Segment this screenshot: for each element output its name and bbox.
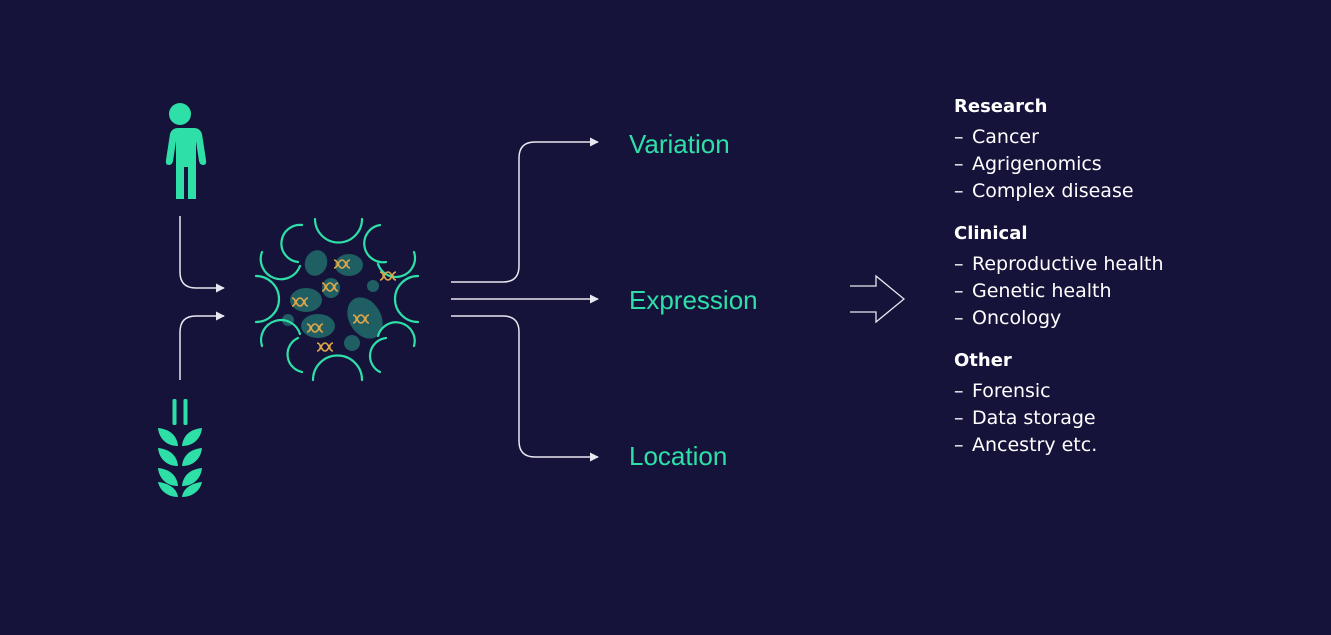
group-heading: Other: [954, 350, 1012, 371]
item-dash: –: [954, 380, 964, 402]
item-label: Agrigenomics: [972, 153, 1102, 175]
item-dash: –: [954, 180, 964, 202]
applications-list: Research –Cancer –Agrigenomics –Complex …: [954, 96, 1294, 477]
item-label: Oncology: [972, 307, 1062, 329]
outcome-variation: Variation: [629, 129, 730, 159]
outcome-expression: Expression: [629, 285, 758, 315]
research-group: Research –Cancer –Agrigenomics –Complex …: [954, 96, 1294, 205]
wheat-icon: [158, 399, 202, 497]
item-dash: –: [954, 307, 964, 329]
list-item: –Forensic: [954, 378, 1294, 405]
hollow-arrow-icon: [850, 274, 906, 324]
list-item: –Ancestry etc.: [954, 432, 1294, 459]
item-dash: –: [954, 253, 964, 275]
list-item: –Genetic health: [954, 278, 1294, 305]
item-dash: –: [954, 407, 964, 429]
list-item: –Cancer: [954, 124, 1294, 151]
item-label: Data storage: [972, 407, 1096, 429]
list-item: –Reproductive health: [954, 251, 1294, 278]
item-dash: –: [954, 280, 964, 302]
location-arrow: [451, 315, 599, 462]
list-item: –Agrigenomics: [954, 151, 1294, 178]
list-item: –Data storage: [954, 405, 1294, 432]
item-label: Cancer: [972, 126, 1039, 148]
list-item: –Complex disease: [954, 178, 1294, 205]
plant-to-sample-arrow: [179, 311, 225, 380]
item-dash: –: [954, 126, 964, 148]
variation-arrow: [451, 137, 599, 283]
item-dash: –: [954, 153, 964, 175]
group-heading: Clinical: [954, 223, 1028, 244]
cell-sample-icon: [254, 217, 420, 382]
group-heading: Research: [954, 96, 1048, 117]
item-label: Complex disease: [972, 180, 1134, 202]
item-label: Genetic health: [972, 280, 1112, 302]
item-label: Reproductive health: [972, 253, 1164, 275]
person-icon: [165, 103, 207, 199]
clinical-group: Clinical –Reproductive health –Genetic h…: [954, 223, 1294, 332]
list-item: –Oncology: [954, 305, 1294, 332]
person-to-sample-arrow: [179, 216, 225, 293]
outcome-location: Location: [629, 441, 728, 471]
other-group: Other –Forensic –Data storage –Ancestry …: [954, 350, 1294, 459]
item-dash: –: [954, 434, 964, 456]
item-label: Forensic: [972, 380, 1051, 402]
item-label: Ancestry etc.: [972, 434, 1098, 456]
